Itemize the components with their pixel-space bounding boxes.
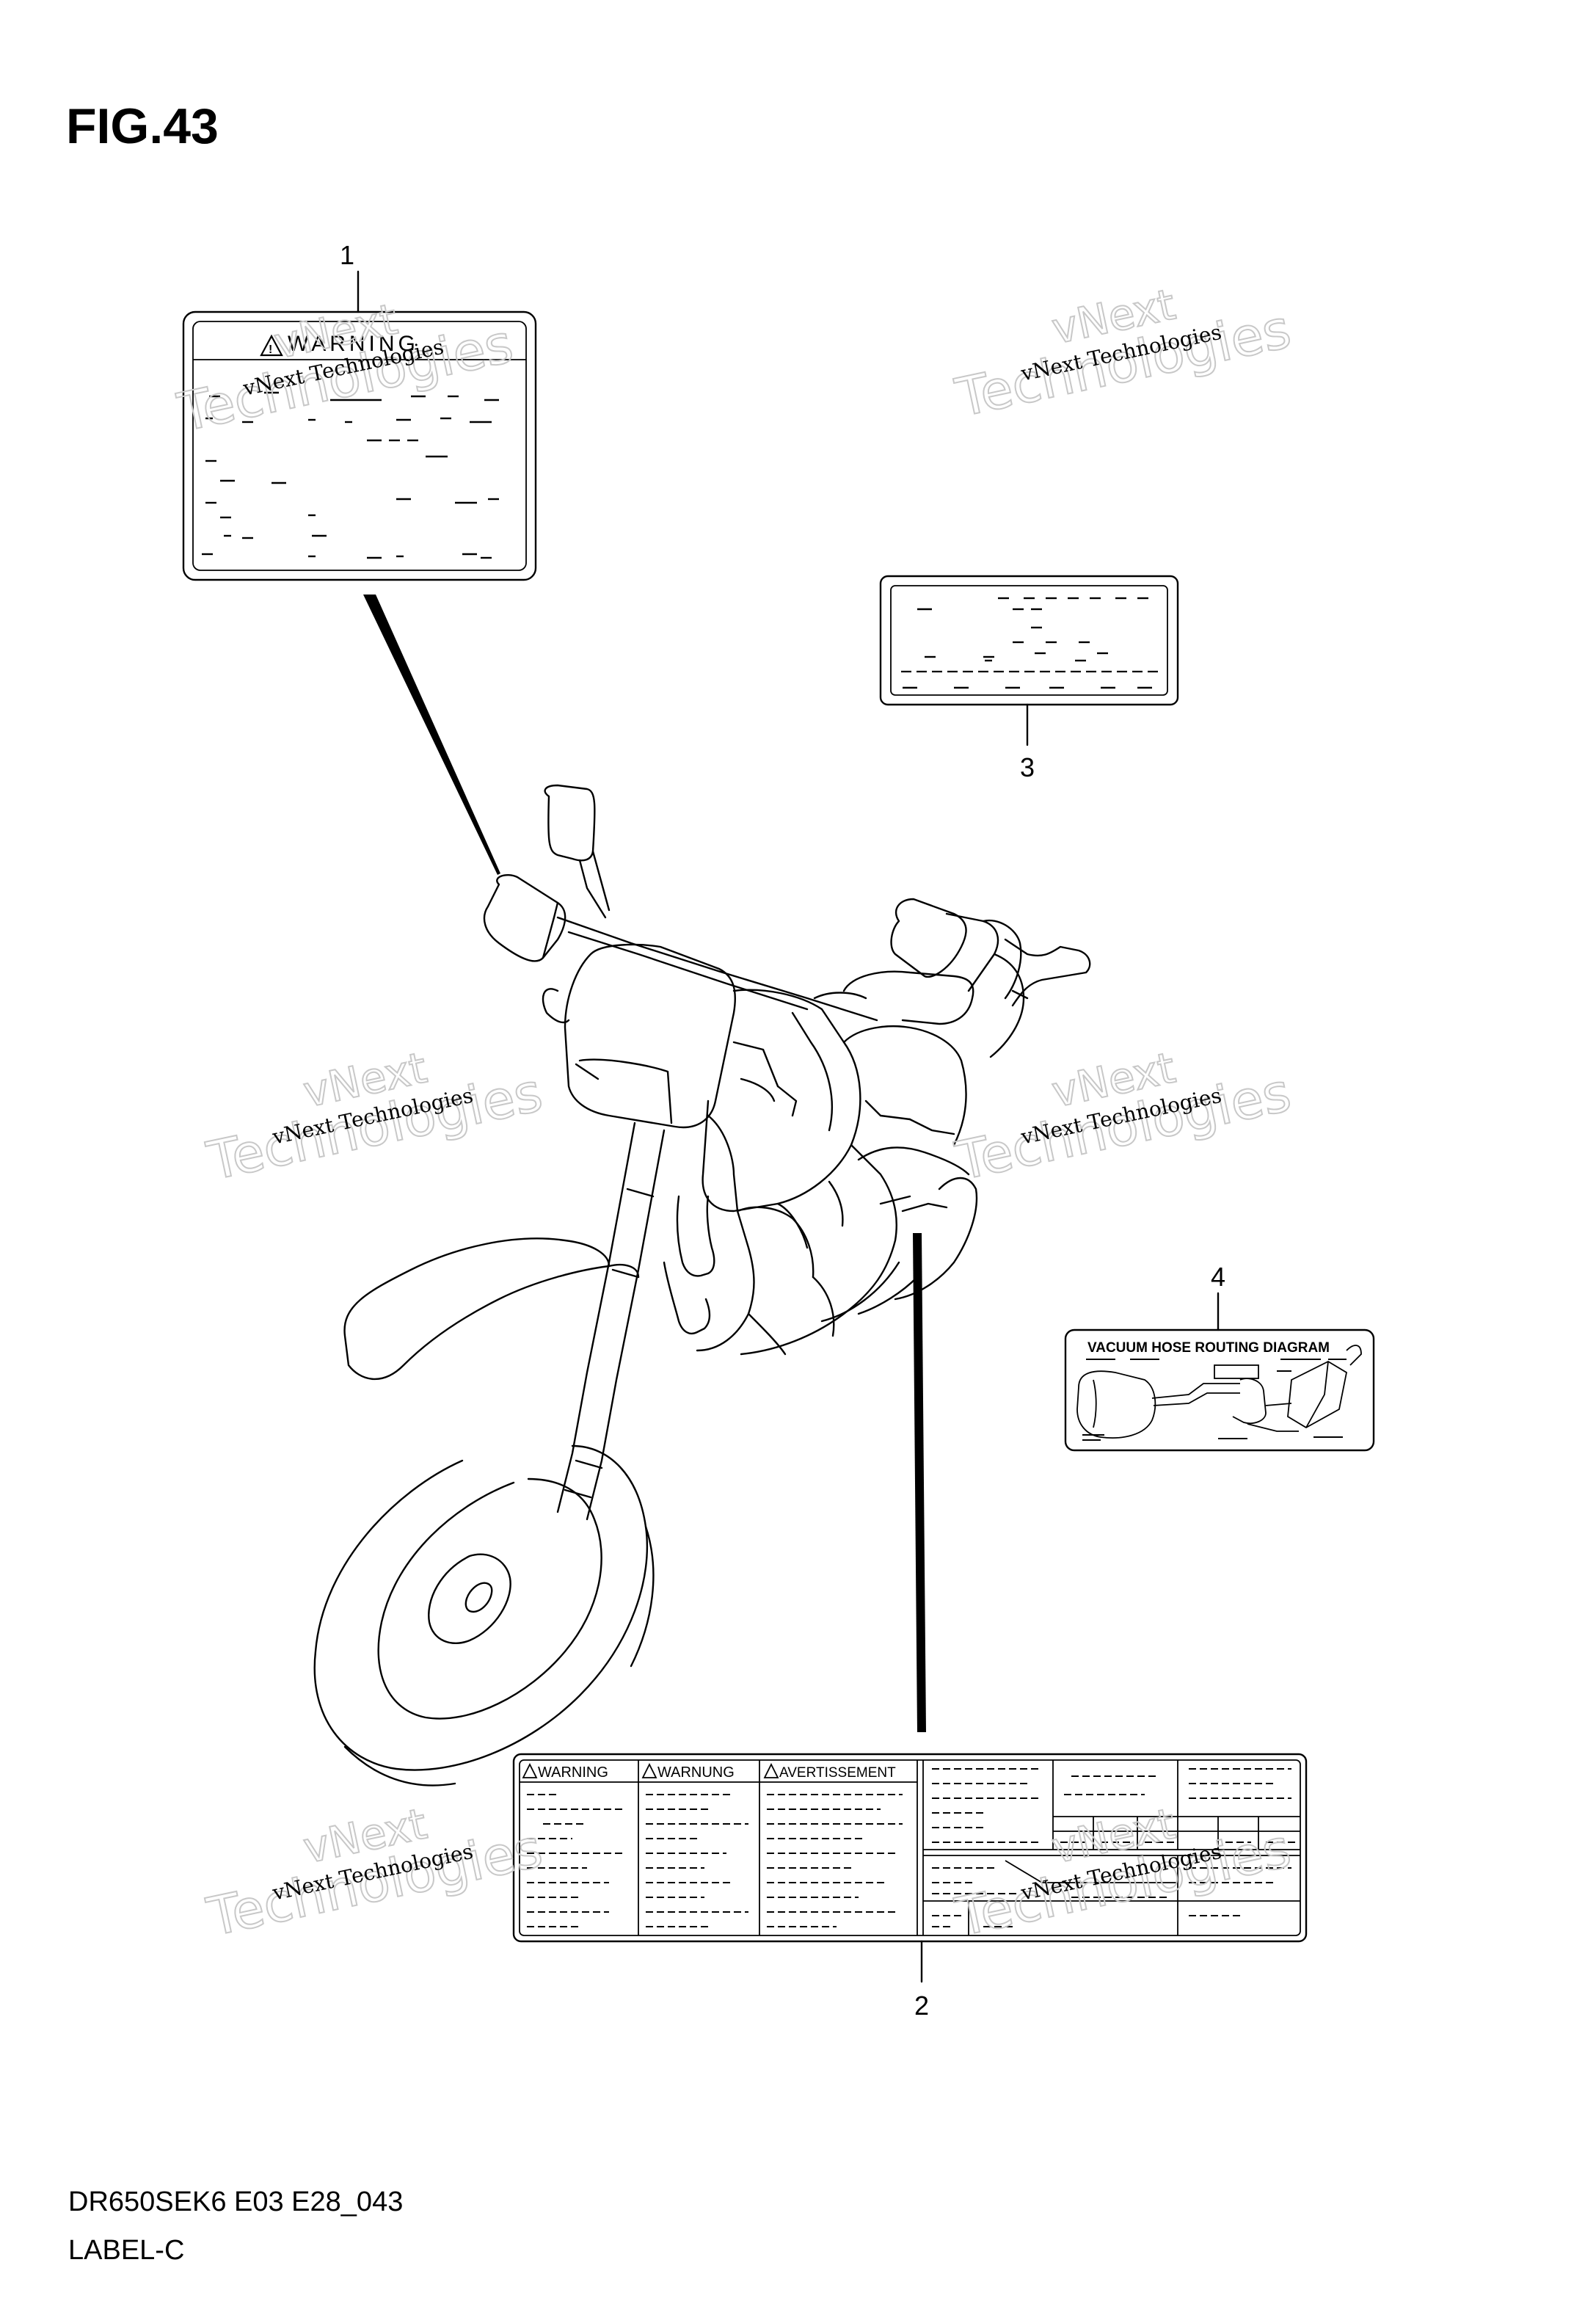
watermark-2: vNext Technologies vNext Technologies [950,278,1297,429]
label-2-heading-fr: AVERTISSEMENT [779,1765,896,1781]
label-4-heading: VACUUM HOSE ROUTING DIAGRAM [1087,1340,1330,1356]
warning-triangle-icon [641,1762,657,1778]
callout-2: 2 [914,1991,929,2021]
section-label: LABEL-C [68,2235,184,2266]
callout-3: 3 [1020,752,1035,782]
label-1-heading: WARNING [288,332,419,356]
label-2-heading-de: WARNUNG [657,1764,735,1781]
callout-1: 1 [340,240,354,270]
model-code: DR650SEK6 E03 E28_043 [68,2186,403,2217]
watermark-5: vNext Technologies vNext Technologies [201,1797,548,1949]
callout-4: 4 [1211,1262,1225,1292]
svg-text:!: ! [269,343,272,356]
label-4[interactable]: VACUUM HOSE ROUTING DIAGRAM [1064,1328,1375,1452]
leader-line-1 [363,595,500,875]
warning-triangle-icon: ! [260,334,283,357]
watermark-1: vNext Technologies vNext Technologies [172,293,519,444]
warning-triangle-icon [763,1762,779,1778]
label-3[interactable] [879,575,1179,706]
motorcycle-drawing [313,784,1091,1786]
leader-line-2 [913,1233,926,1732]
label-2-heading-en: WARNING [538,1764,608,1781]
watermark-4: vNext Technologies vNext Technologies [950,1042,1297,1193]
watermark-3: vNext Technologies vNext Technologies [201,1042,548,1193]
label-2[interactable]: WARNING WARNUNG AVERTISSEMENT [512,1753,1308,1943]
warning-triangle-icon [522,1762,538,1778]
figure-title: FIG.43 [66,98,219,154]
label-1[interactable]: ! WARNING [182,310,537,581]
watermark-6: vNext Technologies vNext Technologies [950,1797,1297,1949]
